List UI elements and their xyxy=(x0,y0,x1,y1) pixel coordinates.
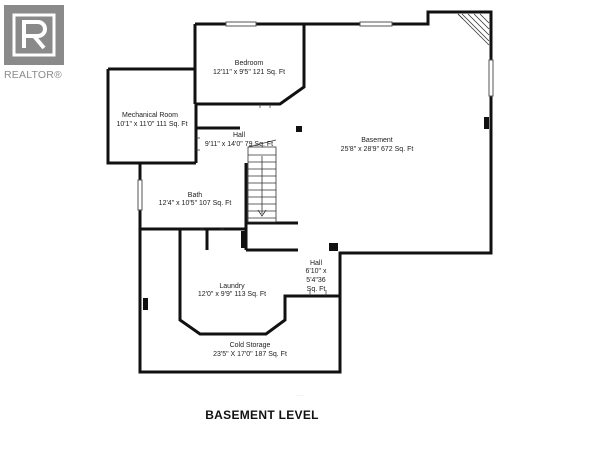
room-cold-storage-name: Cold Storage xyxy=(230,342,271,349)
doors xyxy=(196,104,327,296)
room-bath-name: Bath xyxy=(188,192,203,199)
bedroom-wall xyxy=(193,24,306,106)
level-title: BASEMENT LEVEL xyxy=(205,408,319,422)
laundry-wall xyxy=(178,229,340,336)
window-bedroom xyxy=(225,21,257,27)
room-hall-lower-name: Hall xyxy=(310,260,323,267)
wall-accents xyxy=(143,117,489,310)
window-bath xyxy=(137,179,143,211)
room-cold-storage-dims: 23'5" X 17'0" 187 Sq. Ft xyxy=(213,351,287,358)
outer-wall-southwest xyxy=(138,229,342,374)
room-basement-dims: 25'8" x 28'9" 672 Sq. Ft xyxy=(341,146,414,153)
outer-wall-east xyxy=(195,10,493,296)
room-laundry-dims: 12'0" x 9'9" 113 Sq. Ft xyxy=(198,291,266,298)
room-bath-dims: 12'4" x 10'5" 107 Sq. Ft xyxy=(159,200,232,207)
room-labels: Bedroom 12'11" x 9'5" 121 Sq. Ft Mechani… xyxy=(116,60,413,358)
room-hall-upper-dims: 9'11" x 14'0" 79 Sq. Ft xyxy=(205,141,273,148)
room-hall-lower-dims-1: 6'10" x xyxy=(306,268,327,275)
room-hall-lower-dims-2: 5'4"36 xyxy=(306,277,326,284)
room-laundry-name: Laundry xyxy=(219,283,245,290)
stairs xyxy=(247,139,277,223)
room-mechanical-dims: 10'1" x 11'0" 111 Sq. Ft xyxy=(116,121,187,128)
room-hall-upper-name: Hall xyxy=(233,132,246,139)
window-basement-east xyxy=(488,59,494,97)
room-basement-name: Basement xyxy=(361,137,393,144)
walls xyxy=(106,10,493,374)
room-hall-lower-dims-3: Sq. Ft xyxy=(307,286,326,293)
window-basement-north xyxy=(359,21,393,27)
room-bedroom-dims: 12'11" x 9'5" 121 Sq. Ft xyxy=(213,69,285,76)
realtor-logo-text: REALTOR® xyxy=(4,69,62,81)
realtor-logo-r-icon xyxy=(22,20,47,50)
realtor-logo[interactable]: REALTOR® xyxy=(4,5,64,81)
room-bedroom-name: Bedroom xyxy=(235,60,264,67)
corner-stairs xyxy=(457,13,490,46)
hall-upper-wall xyxy=(194,104,240,163)
room-mechanical-name: Mechanical Room xyxy=(122,112,178,119)
interior-wall-hall xyxy=(246,221,298,252)
mechanical-wall xyxy=(106,67,196,165)
realtor-logo-letter xyxy=(12,13,56,57)
windows xyxy=(137,21,494,211)
watermark-text: ... xyxy=(296,391,304,398)
